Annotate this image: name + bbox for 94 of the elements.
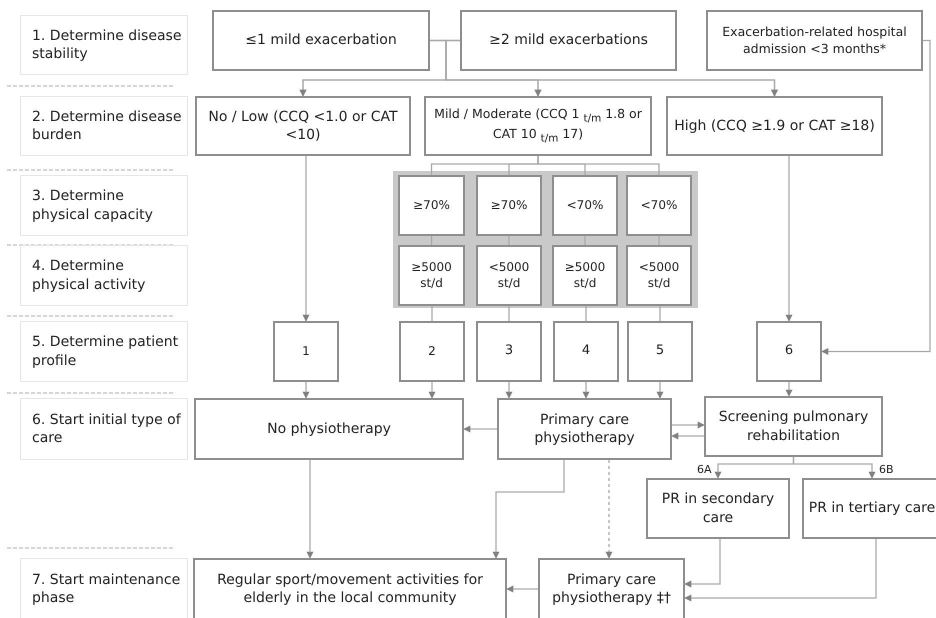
step-label-box	[20, 558, 188, 618]
flow-box	[476, 175, 542, 236]
box-text: <70%	[640, 198, 678, 214]
arrow	[792, 457, 876, 479]
box-text: PR in tertiary care	[808, 499, 936, 518]
box-text: No / Low (CCQ <1.0 or CAT <10)	[207, 108, 399, 144]
box-text: 2	[428, 344, 436, 360]
step-label: 2. Determine disease burden	[32, 108, 182, 144]
box-text: PR in secondary care	[660, 490, 776, 527]
box-text: 1	[302, 344, 310, 360]
step-label: 1. Determine disease stability	[32, 26, 182, 64]
connector-line	[431, 306, 433, 321]
box-text: 3	[504, 343, 514, 360]
step-label-box	[20, 96, 188, 156]
box-text: 4	[582, 343, 590, 360]
box-text: ≤1 mild exacerbation	[245, 31, 397, 50]
box-text: ≥5000 st/d	[410, 260, 453, 292]
flow-box	[476, 245, 542, 306]
flow-box	[460, 10, 677, 71]
box-text: Primary care physiotherapy ‡†	[551, 570, 672, 608]
step-label: 6. Start initial type of care	[32, 410, 182, 448]
arrow	[786, 156, 792, 322]
box-text: Screening pulmonary rehabilitation	[718, 408, 870, 445]
step-label-box	[20, 175, 188, 236]
box-text: ≥5000 st/d	[564, 260, 606, 292]
arrow	[302, 382, 310, 399]
flow-box	[194, 398, 464, 460]
flow-box	[756, 321, 822, 382]
box-text: No physiotherapy	[267, 420, 391, 438]
step-label: 4. Determine physical activity	[32, 257, 146, 294]
arrow	[492, 460, 565, 559]
flow-box	[802, 478, 936, 539]
flow-box	[552, 245, 618, 306]
flow-box	[626, 245, 692, 306]
flow-box	[193, 558, 507, 618]
connector-line	[537, 156, 660, 175]
box-text: <5000 st/d	[488, 260, 530, 292]
arrow	[302, 156, 310, 322]
box-text: 6	[784, 343, 794, 360]
step-label: 3. Determine physical capacity	[32, 187, 154, 224]
arrow	[428, 382, 436, 399]
flow-box	[424, 96, 652, 156]
edge-label: 6A	[696, 464, 713, 476]
arrow	[306, 460, 314, 559]
arrow	[463, 426, 497, 432]
box-text: Regular sport/movement activities for elderly in the local community	[216, 570, 484, 608]
box-text: Exacerbation-related hospital admission <3 months*	[721, 24, 908, 57]
arrow	[821, 40, 931, 355]
flow-box	[398, 175, 465, 236]
box-text: Primary care physiotherapy	[533, 410, 636, 448]
flow-box	[476, 321, 542, 382]
step-label: 7. Start maintenance phase	[32, 570, 182, 608]
arrow	[582, 382, 590, 399]
flow-box	[706, 10, 923, 71]
step-label-box	[20, 245, 188, 306]
flow-box	[626, 175, 692, 236]
step-label: 5. Determine patient profile	[32, 333, 180, 370]
flow-box	[398, 245, 465, 306]
arrow	[684, 539, 877, 602]
box-text: ≥70%	[413, 198, 450, 214]
flow-box	[704, 396, 883, 457]
box-text: ≥2 mild exacerbations	[489, 31, 648, 50]
arrow	[672, 422, 705, 428]
flow-box	[212, 10, 430, 71]
arrow	[506, 382, 512, 399]
arrow	[606, 460, 612, 559]
flow-box	[497, 398, 672, 460]
flow-box	[552, 175, 618, 236]
box-text: Mild / Moderate (CCQ 1 $_{t/m}$ 1.8 or CAT 10 $_{t/m}$ 17)	[433, 106, 643, 146]
connector-line	[659, 306, 661, 321]
box-text: High (CCQ ≥1.9 or CAT ≥18)	[674, 116, 875, 136]
connector-line	[508, 306, 510, 321]
arrow	[684, 539, 721, 588]
edge-label: 6B	[878, 464, 895, 476]
flow-box	[666, 96, 883, 156]
flow-box	[646, 478, 790, 539]
box-text: 5	[656, 343, 664, 360]
step-label-box	[20, 321, 188, 382]
flow-box	[553, 321, 619, 382]
flow-box	[195, 96, 411, 156]
box-text: <5000 st/d	[638, 260, 680, 292]
step-label-box	[20, 15, 188, 75]
flow-box	[627, 321, 693, 382]
flow-box	[273, 321, 339, 382]
flow-box	[399, 321, 465, 382]
arrow	[506, 586, 538, 592]
box-text: ≥70%	[490, 198, 528, 214]
step-label-box	[20, 398, 188, 460]
flow-box	[538, 558, 685, 618]
arrow	[671, 432, 704, 440]
arrow	[786, 382, 792, 397]
connector-line	[585, 306, 587, 321]
box-text: <70%	[566, 198, 604, 214]
arrow	[656, 382, 664, 399]
